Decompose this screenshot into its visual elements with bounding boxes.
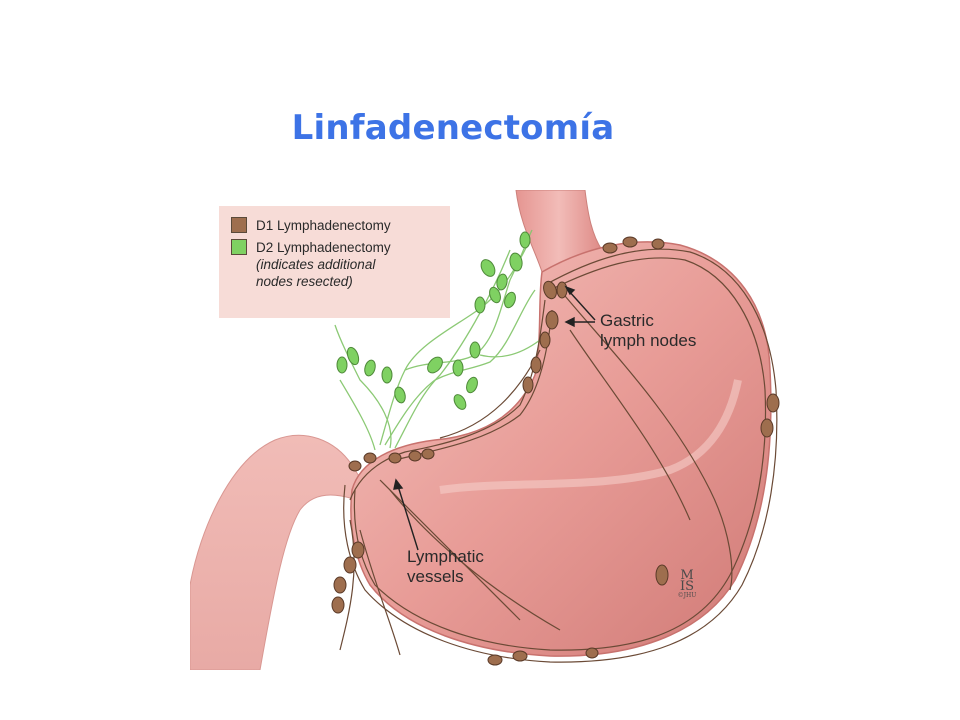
legend: D1 Lymphadenectomy D2 Lymphadenectomy (i… — [219, 206, 450, 318]
gastric-label-line2: lymph nodes — [600, 331, 697, 350]
d2-swatch — [231, 239, 247, 255]
annotation-arrows — [393, 285, 596, 551]
lymphatic-vessels-label: Lymphatic vessels — [407, 547, 484, 587]
d1-swatch — [231, 217, 247, 233]
legend-item-d2: D2 Lymphadenectomy (indicates additional… — [231, 239, 450, 290]
artist-signature: M IS ©JHU — [676, 568, 698, 600]
vessels-label-line1: Lymphatic — [407, 547, 484, 566]
d2-nodes — [336, 231, 531, 410]
stomach-illustration: D1 Lymphadenectomy D2 Lymphadenectomy (i… — [190, 190, 790, 670]
d2-label: D2 Lymphadenectomy — [256, 240, 391, 255]
slide-title: Linfadenectomía — [291, 108, 615, 148]
d2-text: D2 Lymphadenectomy (indicates additional… — [256, 239, 391, 290]
d1-label: D1 Lymphadenectomy — [256, 218, 391, 233]
vessels-label-line2: vessels — [407, 567, 464, 586]
stomach-body — [350, 241, 772, 657]
gastric-lymph-nodes-label: Gastric lymph nodes — [600, 311, 696, 351]
d2-note-line2: nodes resected) — [256, 274, 353, 289]
signature-mark-top: M — [680, 568, 694, 583]
gastric-label-line1: Gastric — [600, 311, 654, 330]
d1-nodes — [331, 236, 780, 666]
d2-note-line1: (indicates additional — [256, 257, 376, 272]
signature-copyright: ©JHU — [677, 592, 697, 599]
signature-mark-bottom: IS — [679, 579, 695, 594]
stomach-svg — [190, 190, 780, 670]
stomach-highlight — [439, 379, 742, 494]
legend-item-d1: D1 Lymphadenectomy — [231, 217, 450, 234]
